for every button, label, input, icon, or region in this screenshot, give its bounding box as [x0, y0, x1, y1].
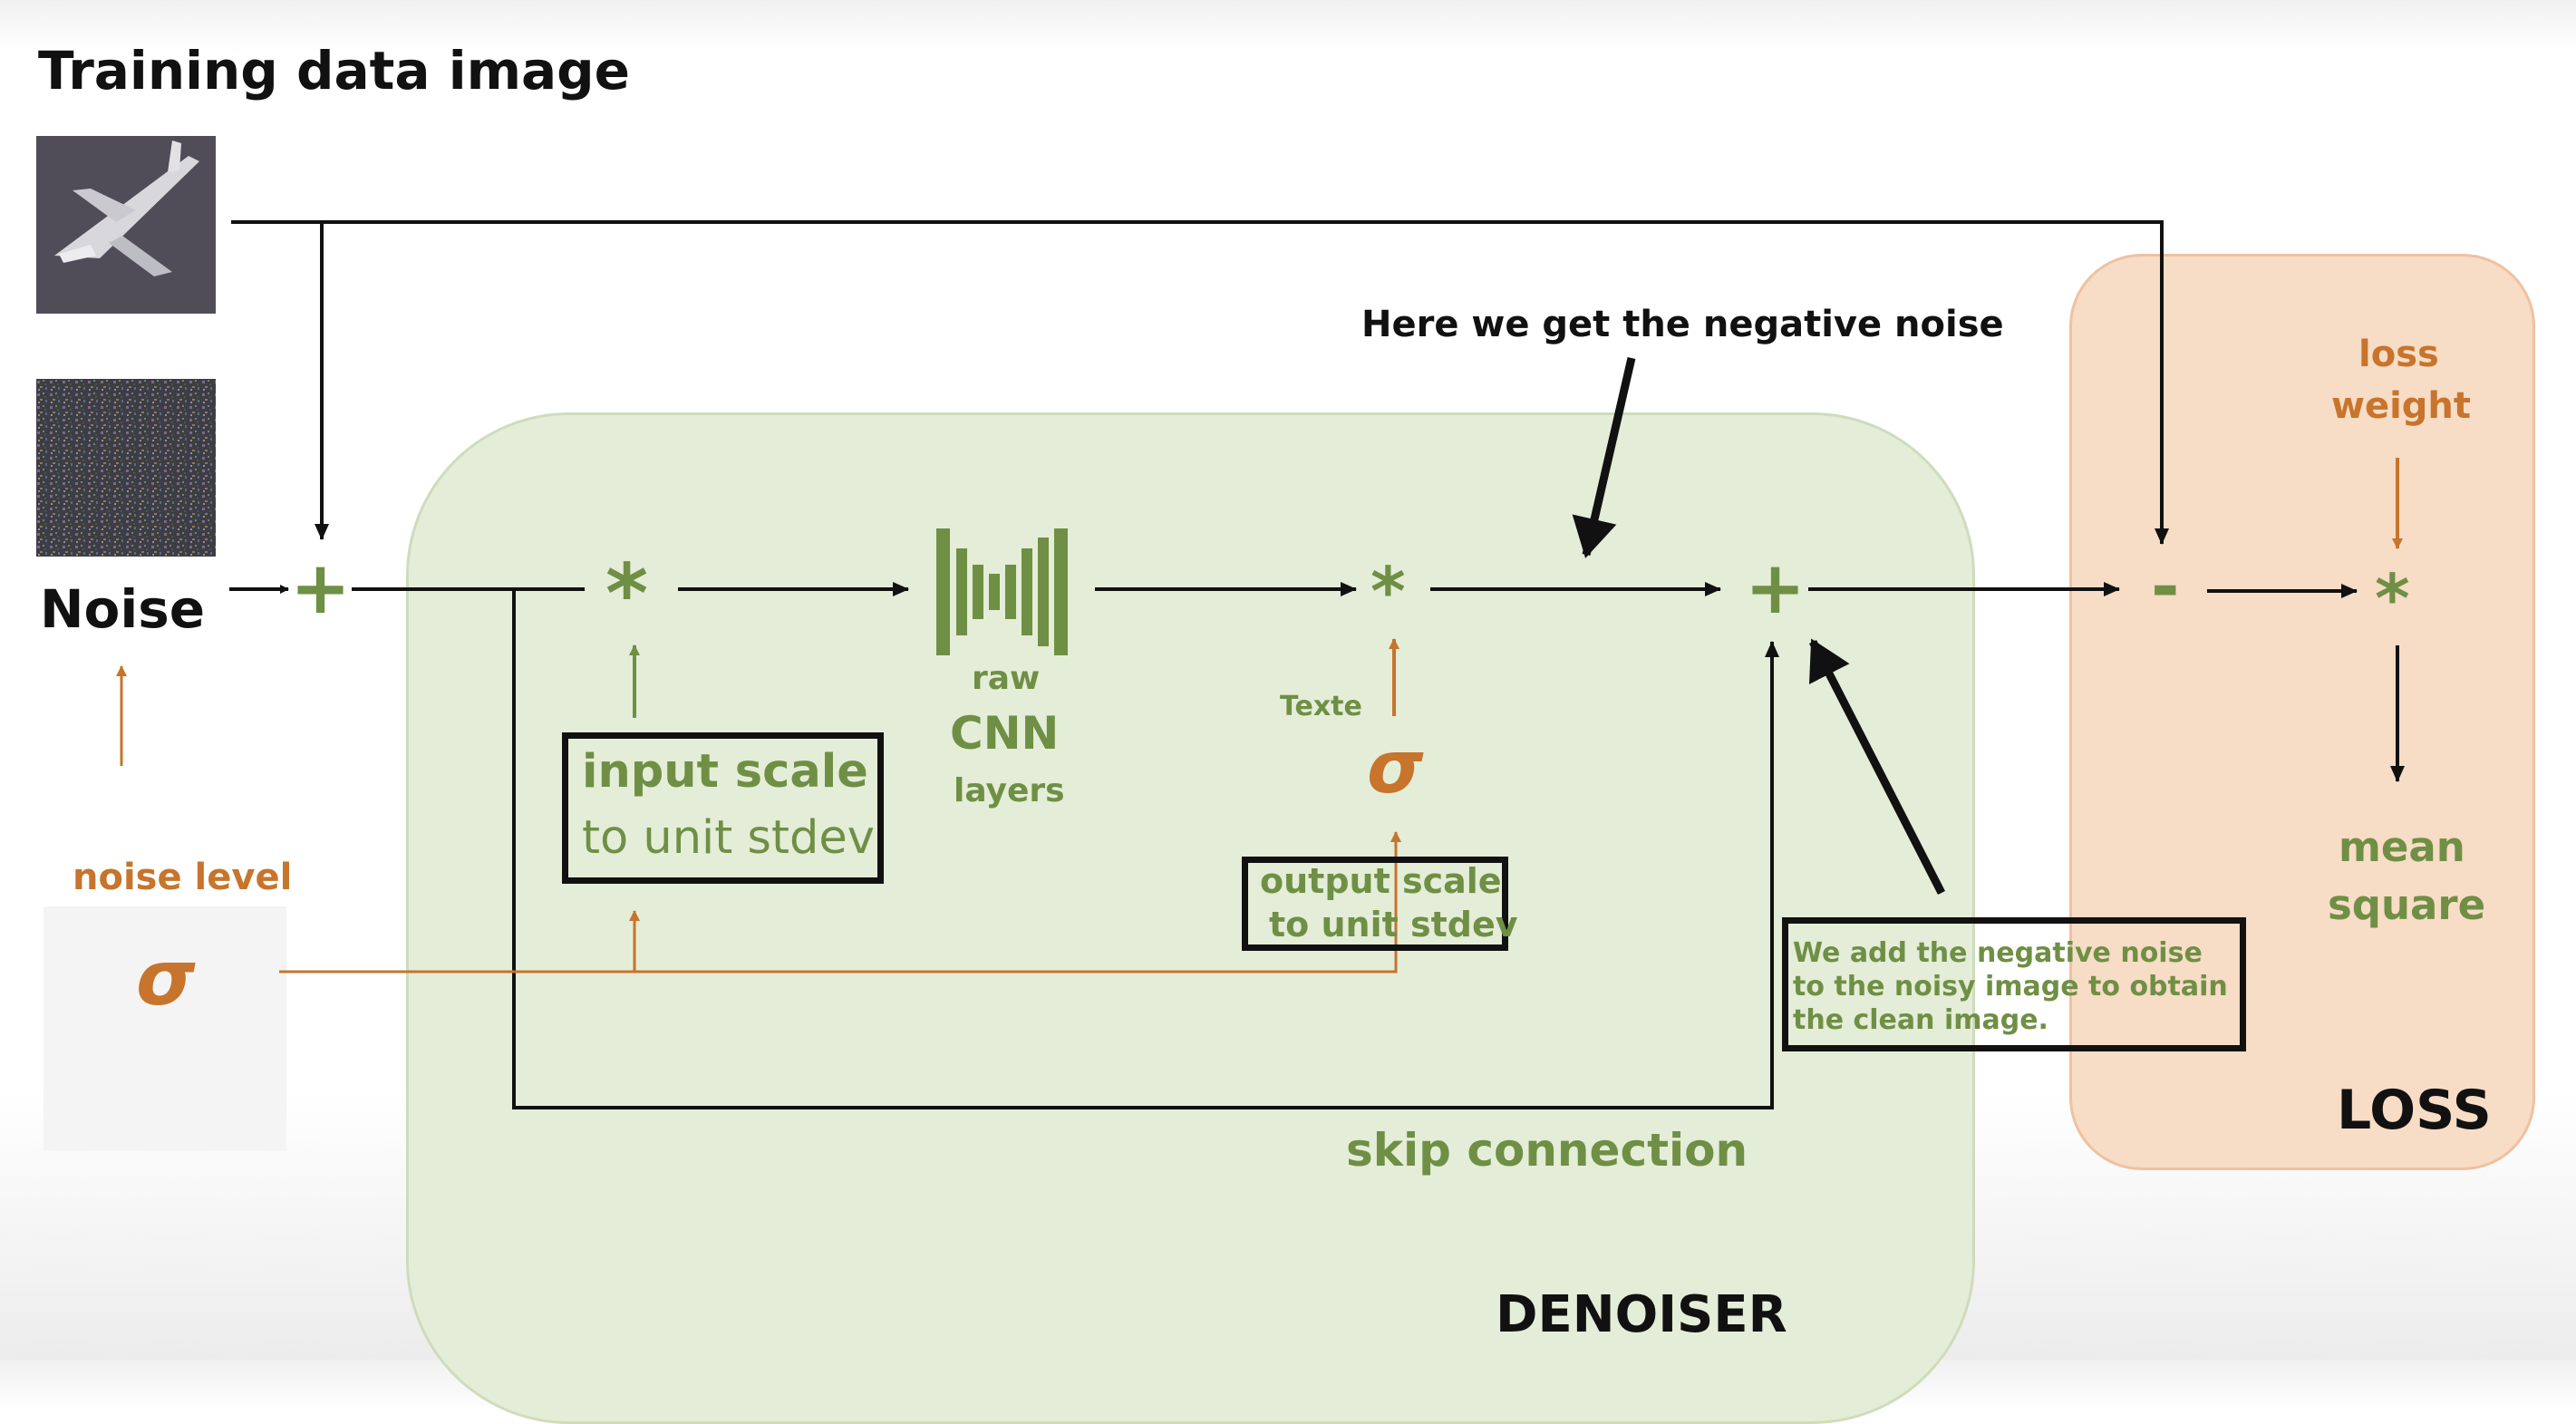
output-sigma: σ: [1367, 725, 1424, 809]
add-negative-noise-annotation: We add the negative noise to the noisy i…: [1793, 937, 2228, 1036]
loss-weight-line1: loss: [2358, 334, 2439, 375]
page-title: Training data image: [38, 40, 631, 102]
cnn-label-layers: layers: [954, 772, 1065, 809]
multiply-operator-loss: *: [2375, 560, 2410, 638]
noise-level-label: noise level: [73, 857, 293, 898]
texte-label: Texte: [1280, 691, 1362, 722]
add-negative-noise-box: [1782, 917, 2246, 1051]
loss-weight-line2: weight: [2331, 385, 2472, 427]
cnn-layers-icon: [936, 528, 1068, 655]
input-scale-line1: input scale: [582, 745, 868, 799]
noise-label: Noise: [40, 578, 206, 640]
input-scale-line2: to unit stdev: [582, 811, 875, 865]
cnn-label-raw: raw: [972, 660, 1041, 697]
denoiser-label: DENOISER: [1496, 1285, 1787, 1344]
plus-operator-skip: +: [1745, 546, 1806, 630]
denoiser-region: [406, 412, 1975, 1424]
noise-sigma: σ: [136, 934, 196, 1022]
cnn-label-cnn: CNN: [950, 707, 1060, 760]
sigma-backdrop: [44, 906, 286, 1151]
minus-operator: -: [2151, 546, 2180, 626]
loss-label: LOSS: [2337, 1079, 2492, 1142]
mean-square-line2: square: [2328, 881, 2486, 929]
airplane-image: [36, 136, 216, 314]
plus-operator-input: +: [290, 546, 352, 630]
output-scale-line2: to unit stdev: [1269, 905, 1518, 944]
output-scale-box: [1242, 857, 1508, 951]
mean-square-line1: mean: [2339, 823, 2465, 871]
input-scale-box: [562, 732, 884, 884]
connection-lines: [116, 220, 2405, 1109]
negative-noise-annotation: Here we get the negative noise: [1361, 304, 2004, 345]
skip-connection-label: skip connection: [1346, 1124, 1748, 1177]
loss-region: [2069, 254, 2535, 1170]
multiply-operator-input-scale: *: [605, 547, 649, 642]
noise-image: [36, 379, 216, 557]
multiply-operator-output-scale: *: [1370, 553, 1406, 631]
output-scale-line1: output scale: [1260, 861, 1502, 901]
